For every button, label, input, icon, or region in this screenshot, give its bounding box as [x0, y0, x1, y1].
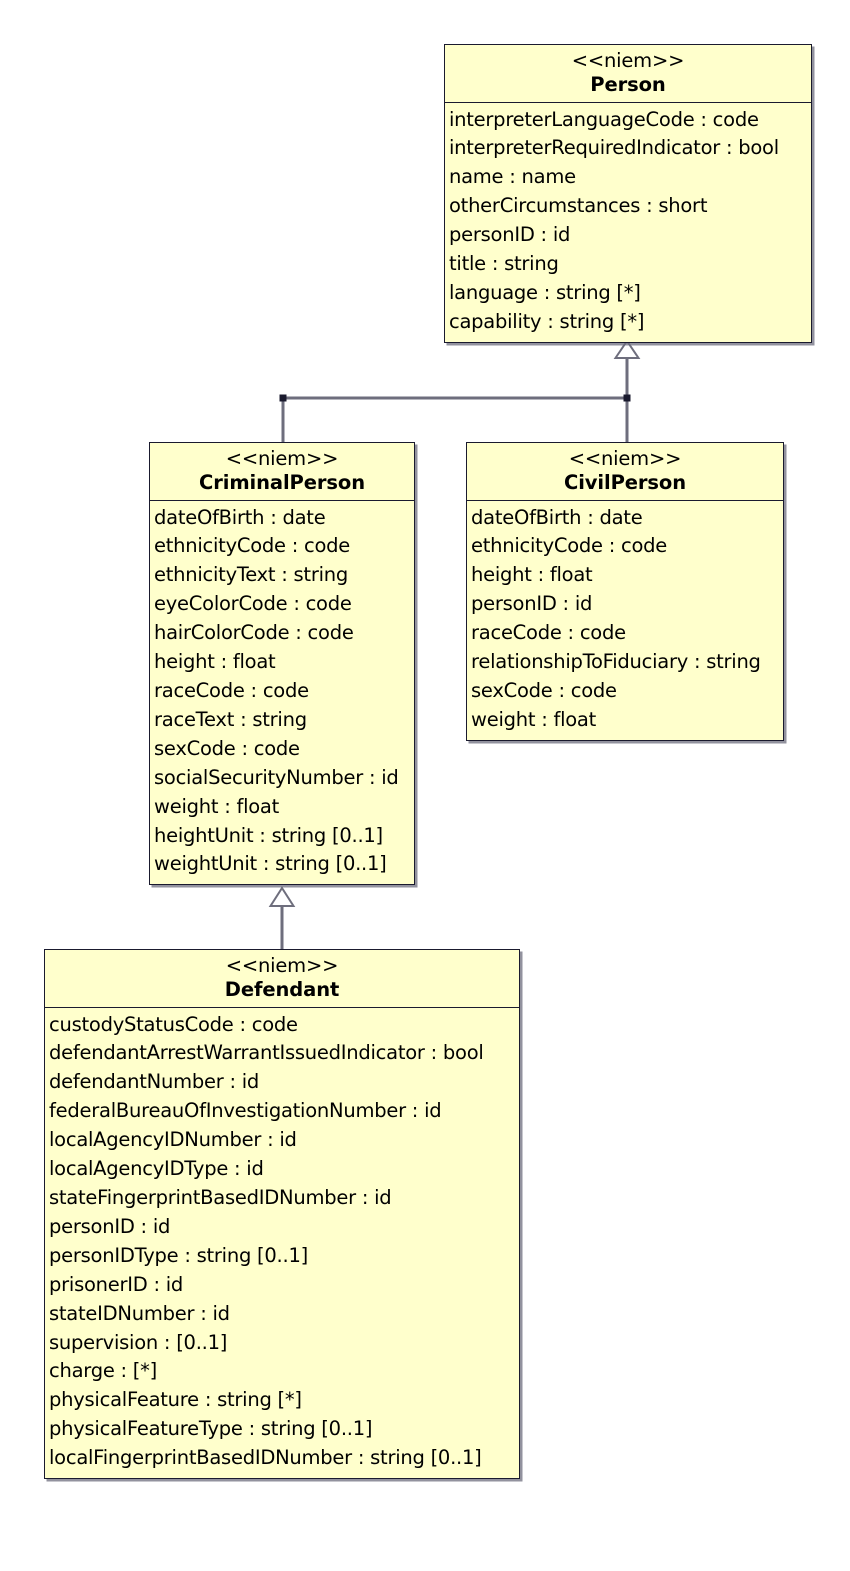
attribute-row: raceCode : code [154, 679, 309, 702]
attribute-row: personID : id [49, 1214, 171, 1238]
attribute-row: ethnicityText : string [154, 563, 348, 587]
attribute-row: hairColorCode : code [154, 621, 354, 645]
class-header-criminalperson: <<niem>> CriminalPerson [150, 443, 414, 501]
attribute-row: otherCircumstances : short [449, 194, 708, 218]
attribute-row: prisonerID : id [49, 1272, 184, 1296]
class-header-civilperson: <<niem>> CivilPerson [467, 443, 783, 501]
generalization-person-tree [279, 339, 641, 443]
attribute-row: interpreterRequiredIndicator : bool [449, 136, 779, 160]
attribute-row: ethnicityCode : code [154, 534, 351, 558]
attribute-row: dateOfBirth : date [471, 505, 643, 529]
uml-class-civilperson[interactable]: <<niem>> CivilPerson dateOfBirth : date … [466, 442, 784, 741]
attribute-row: ethnicityCode : code [471, 534, 668, 558]
attribute-row: weightUnit : string [0..1] [154, 852, 387, 876]
class-attributes-defendant: custodyStatusCode : code defendantArrest… [45, 1008, 519, 1479]
class-stereotype: <<niem>> [225, 447, 339, 470]
uml-class-person[interactable]: <<niem>> Person interpreterLanguageCode … [444, 44, 812, 343]
attribute-row: capability : string [*] [449, 309, 645, 333]
class-stereotype: <<niem>> [568, 447, 682, 470]
attribute-row: language : string [*] [449, 281, 641, 304]
attribute-row: physicalFeature : string [*] [49, 1388, 302, 1412]
attribute-row: localAgencyIDNumber : id [49, 1128, 297, 1152]
attribute-row: name : name [449, 165, 576, 189]
attribute-row: localFingerprintBasedIDNumber : string [… [49, 1446, 482, 1470]
attribute-row: socialSecurityNumber : id [154, 765, 399, 789]
attribute-row: sexCode : code [471, 679, 617, 702]
attribute-row: title : string [449, 252, 559, 276]
attribute-row: personID : id [471, 592, 593, 616]
attribute-row: physicalFeatureType : string [0..1] [49, 1417, 373, 1441]
class-name: Defendant [224, 977, 340, 1001]
attribute-row: height : float [154, 650, 276, 674]
gen-junction-left [279, 394, 287, 402]
class-header-defendant: <<niem>> Defendant [45, 950, 519, 1008]
class-header-person: <<niem>> Person [445, 45, 811, 103]
class-stereotype: <<niem>> [571, 49, 685, 72]
attribute-row: eyeColorCode : code [154, 592, 352, 616]
attribute-row: federalBureauOfInvestigationNumber : id [49, 1099, 442, 1123]
attribute-row: height : float [471, 563, 593, 587]
gen-arrowhead-criminal [268, 886, 296, 907]
attribute-row: sexCode : code [154, 736, 300, 760]
attribute-row: custodyStatusCode : code [49, 1012, 298, 1036]
attribute-row: weight : float [154, 794, 280, 818]
gen-arrowhead-person [613, 339, 641, 359]
attribute-row: charge : [*] [49, 1359, 158, 1383]
attribute-row: stateIDNumber : id [49, 1301, 230, 1325]
attribute-row: stateFingerprintBasedIDNumber : id [49, 1186, 392, 1209]
attribute-row: defendantArrestWarrantIssuedIndicator : … [49, 1041, 484, 1065]
attribute-row: defendantNumber : id [49, 1070, 260, 1094]
attribute-row: raceText : string [154, 707, 307, 731]
class-stereotype: <<niem>> [225, 954, 339, 977]
attribute-row: weight : float [471, 707, 597, 731]
attribute-row: personIDType : string [0..1] [49, 1243, 308, 1267]
attribute-row: relationshipToFiduciary : string [471, 650, 761, 674]
gen-junction-right [623, 394, 631, 402]
attribute-row: interpreterLanguageCode : code [449, 107, 759, 131]
class-attributes-criminalperson: dateOfBirth : date ethnicityCode : code … [150, 501, 414, 885]
uml-class-defendant[interactable]: <<niem>> Defendant custodyStatusCode : c… [44, 949, 520, 1480]
class-attributes-civilperson: dateOfBirth : date ethnicityCode : code … [467, 501, 783, 740]
class-name: CriminalPerson [199, 470, 365, 494]
attribute-row: raceCode : code [471, 621, 626, 645]
attribute-row: localAgencyIDType : id [49, 1157, 264, 1181]
attribute-row: dateOfBirth : date [154, 505, 326, 529]
class-attributes-person: interpreterLanguageCode : code interpret… [445, 103, 811, 342]
class-name: CivilPerson [564, 470, 686, 494]
uml-class-criminalperson[interactable]: <<niem>> CriminalPerson dateOfBirth : da… [149, 442, 415, 886]
class-name: Person [590, 72, 666, 96]
attribute-row: supervision : [0..1] [49, 1330, 228, 1354]
attribute-row: heightUnit : string [0..1] [154, 823, 383, 847]
generalization-defendant-criminal [268, 886, 296, 949]
attribute-row: personID : id [449, 223, 571, 247]
